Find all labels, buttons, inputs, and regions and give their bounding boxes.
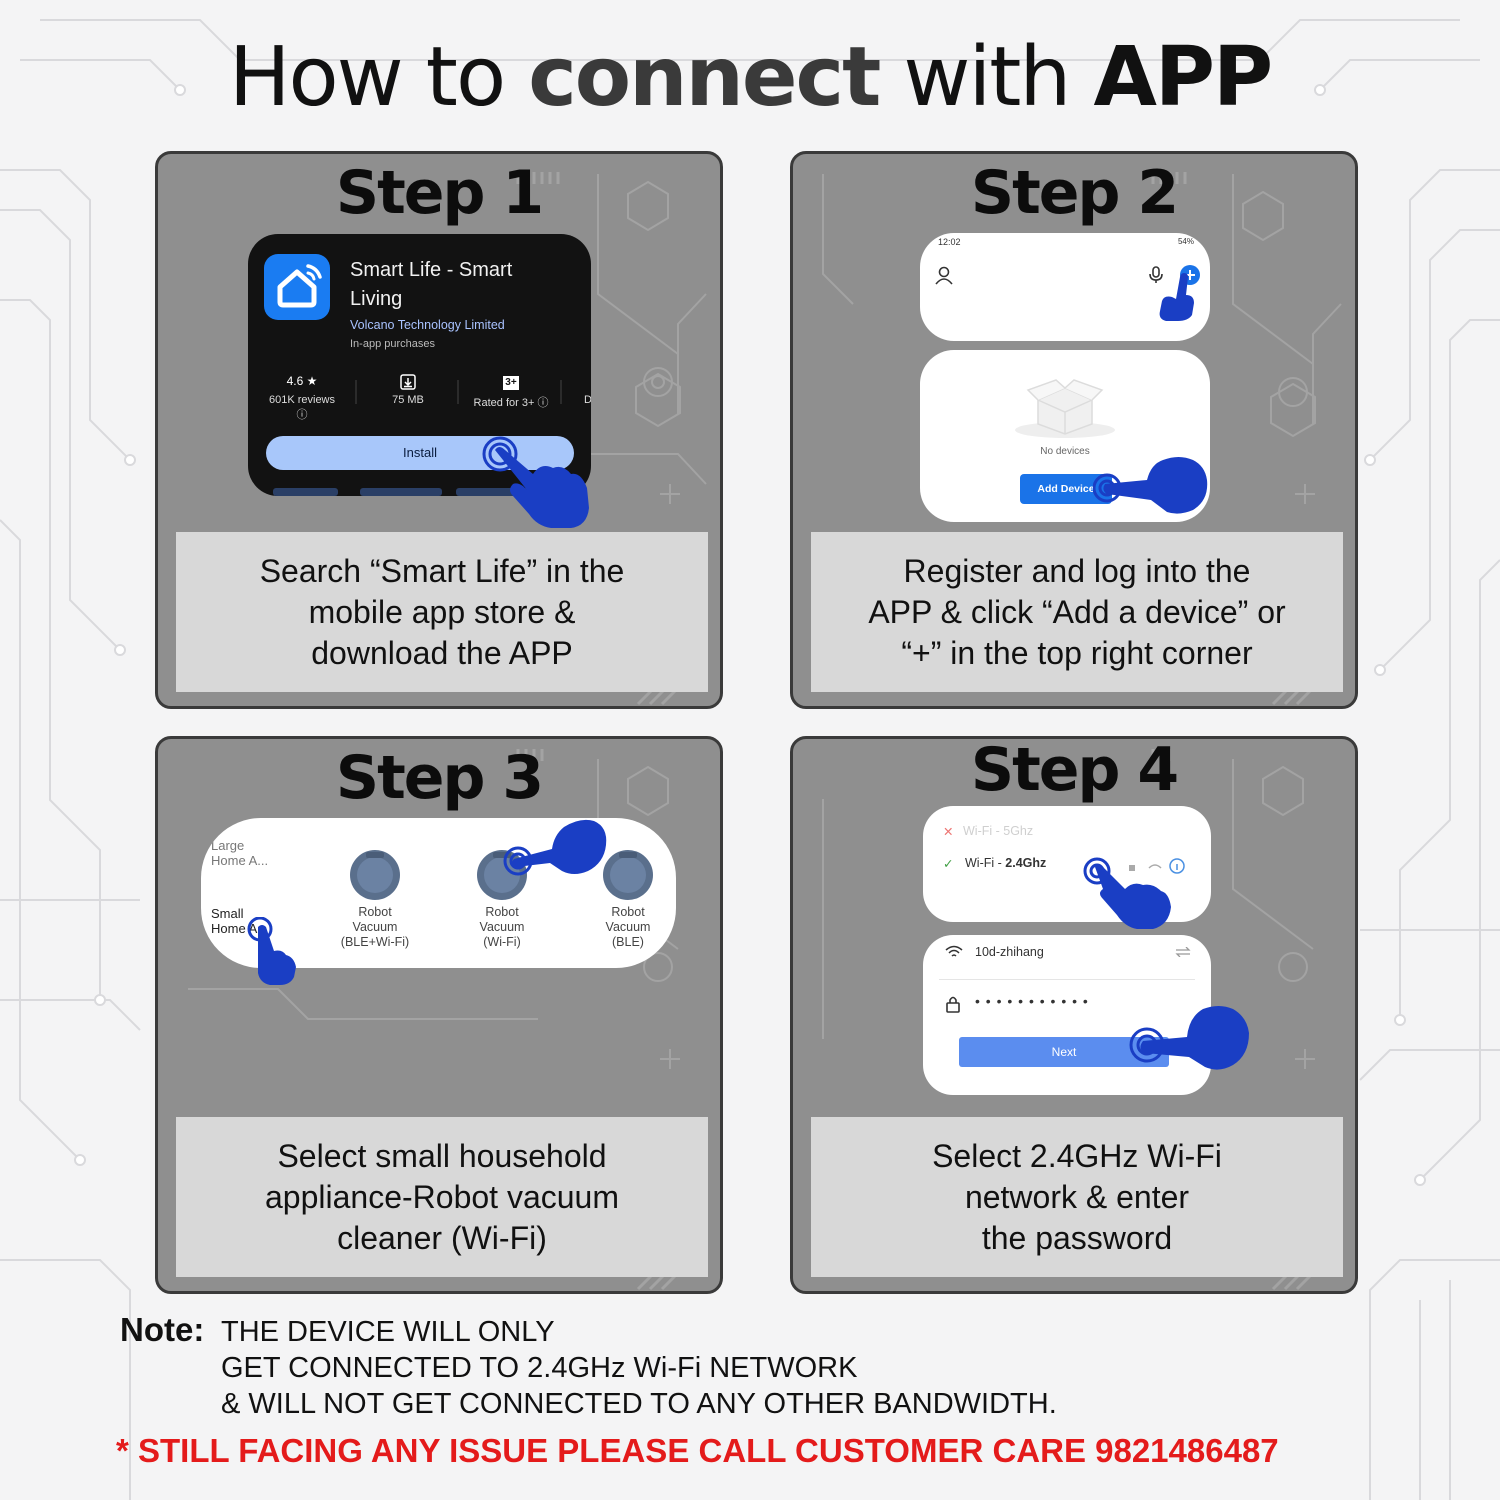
play-store-listing: Smart Life - Smart Living Volcano Techno…: [248, 234, 591, 496]
user-profile-icon[interactable]: [934, 265, 954, 285]
tap-hand-icon: [1159, 273, 1194, 321]
title-emphasis: connect: [528, 30, 881, 125]
device-category-screen: Large Home A... Small Home A... Robot Va…: [201, 818, 676, 968]
step-description: Select 2.4GHz Wi-Fi network & enter the …: [811, 1117, 1343, 1277]
lock-icon: [946, 996, 960, 1013]
wifi-24ghz-prefix: Wi-Fi -: [965, 856, 1006, 870]
size-stat: 75 MB: [368, 374, 448, 406]
cut-off-stat: D: [582, 374, 591, 406]
step-title: Step 1: [335, 158, 544, 228]
app-header-screen: 12:02 54%: [920, 233, 1210, 341]
download-size-icon: [368, 374, 448, 390]
wifi-signal-icon: [945, 945, 963, 957]
note-line: GET CONNECTED TO 2.4GHz Wi-Fi NETWORK: [221, 1352, 858, 1384]
robot-vacuum-icon: [603, 850, 653, 900]
status-time: 12:02: [938, 237, 961, 247]
customer-care-notice: * STILL FACING ANY ISSUE PLEASE CALL CUS…: [116, 1432, 1279, 1469]
status-battery: 54%: [1177, 237, 1194, 246]
robot-vacuum-ble-wifi-item[interactable]: Robot Vacuum (BLE+Wi-Fi): [340, 905, 410, 949]
title-emphasis: APP: [1093, 30, 1273, 125]
tap-hand-icon: [503, 819, 607, 876]
rating-value: 4.6 ★: [286, 374, 318, 388]
robot-vacuum-ble-item[interactable]: Robot Vacuum (BLE): [605, 905, 651, 949]
step-3-card: Step 3 Large Home A... Small Home A... R…: [155, 736, 723, 1294]
note-line: THE DEVICE WILL ONLY: [221, 1316, 555, 1348]
wifi-lock-signal-info-icons: [1129, 858, 1185, 874]
note-label: Note:: [120, 1311, 205, 1348]
page-title: How to connect with APP: [0, 28, 1500, 128]
age-rating-label: Rated for 3+ ⓘ: [473, 397, 549, 409]
stat-dividers: [355, 380, 562, 404]
tap-hand-icon: [1083, 857, 1171, 929]
wifi-password-screen: 10d-zhihang • • • • • • • • • • • Next: [923, 935, 1211, 1095]
cut-off-stat-text: D: [582, 394, 591, 406]
title-part: How to: [228, 30, 506, 125]
review-count: 601K reviews ⓘ: [268, 394, 336, 421]
swap-arrows-icon[interactable]: [1175, 947, 1191, 957]
step-description: Search “Smart Life” in the mobile app st…: [176, 532, 708, 692]
rating-stat: 4.6 ★ 601K reviews ⓘ: [262, 374, 342, 422]
age-rating-badge-text: 3+: [503, 376, 519, 390]
supported-check-icon: ✓: [943, 857, 954, 871]
age-rating-badge: 3+: [470, 374, 552, 390]
app-developer-link[interactable]: Volcano Technology Limited: [350, 318, 505, 332]
age-rating-stat: 3+ Rated for 3+ ⓘ: [470, 374, 552, 410]
microphone-icon[interactable]: [1148, 266, 1164, 284]
note-line: & WILL NOT GET CONNECTED TO ANY OTHER BA…: [221, 1388, 1057, 1420]
step-title: Step 3: [335, 743, 544, 813]
download-size: 75 MB: [392, 394, 424, 406]
wifi-5ghz-row[interactable]: ✕ Wi-Fi - 5Ghz: [943, 824, 1034, 839]
empty-box-icon: [1015, 379, 1115, 438]
tap-hand-icon: [247, 917, 296, 985]
not-supported-x-icon: ✕: [943, 825, 954, 839]
wifi-24ghz-band: 2.4Ghz: [1005, 856, 1047, 870]
title-part: with: [903, 30, 1071, 125]
tap-hand-icon: [482, 436, 589, 528]
in-app-purchases-note: In-app purchases: [350, 338, 435, 350]
tap-hand-icon: [1093, 457, 1208, 514]
robot-vacuum-icon: [350, 850, 400, 900]
wifi-password-field[interactable]: • • • • • • • • • • •: [975, 993, 1089, 1009]
step-4-card: Step 4 ✕ Wi-Fi - 5Ghz ✓ Wi-Fi - 2.4Ghz 1…: [790, 736, 1358, 1294]
install-button[interactable]: Install: [266, 436, 574, 470]
step-title: Step 2: [970, 158, 1179, 228]
wifi-ssid-field[interactable]: 10d-zhihang: [975, 945, 1044, 959]
no-devices-label: No devices: [1040, 446, 1090, 457]
step-description: Register and log into the APP & click “A…: [811, 532, 1343, 692]
step-description: Select small household appliance-Robot v…: [176, 1117, 708, 1277]
large-home-appliance-item[interactable]: Large Home A...: [211, 838, 269, 868]
robot-vacuum-wifi-item[interactable]: Robot Vacuum (Wi-Fi): [479, 905, 525, 949]
field-divider: [939, 979, 1195, 980]
step-1-card: Step 1 Smart Life - Smart Living Volcano…: [155, 151, 723, 709]
tap-hand-icon: [1129, 1006, 1249, 1070]
step-title: Step 4: [970, 736, 1179, 805]
bottom-tabs-hint: [273, 488, 536, 496]
app-name: Smart Life - Smart Living: [350, 259, 513, 310]
wifi-24ghz-row[interactable]: ✓ Wi-Fi - 2.4Ghz: [943, 856, 1047, 871]
wifi-5ghz-label: Wi-Fi - 5Ghz: [963, 824, 1034, 838]
step-2-card: Step 2 12:02 54% No devices Add Device: [790, 151, 1358, 709]
smart-life-app-icon: [264, 254, 330, 320]
